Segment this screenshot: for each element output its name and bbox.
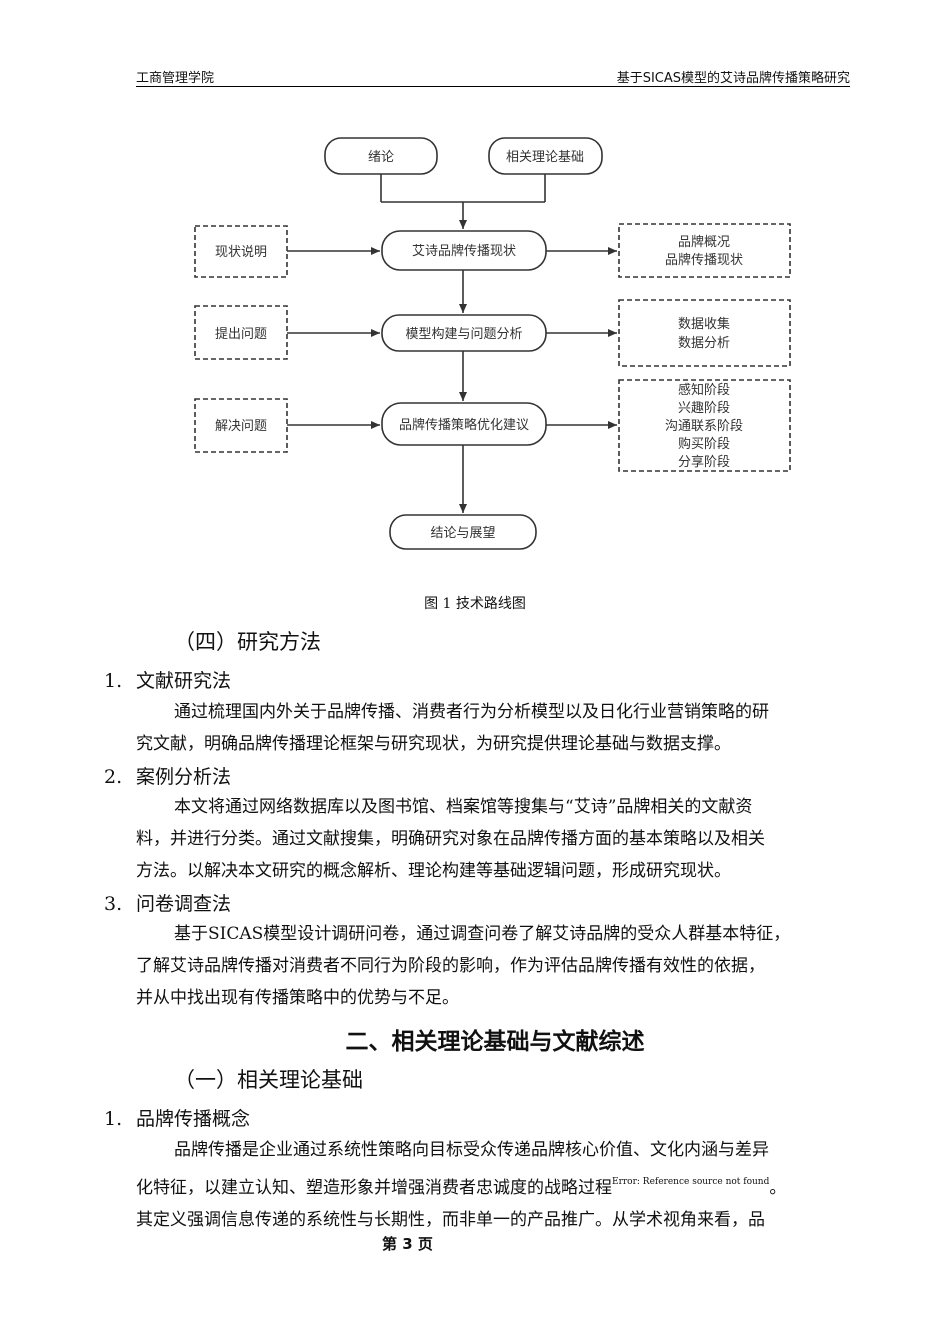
reference-error: Error: Reference source not found (612, 1177, 770, 1187)
method-paragraph: 本文将通过网络数据库以及图书馆、档案馆等搜集与“艾诗”品牌相关的文献资 料，并进… (136, 791, 852, 887)
text-line: 并从中找出现有传播策略中的优势与不足。 (136, 988, 459, 1008)
page-header: 工商管理学院 基于SICAS模型的艾诗品牌传播策略研究 (136, 66, 850, 87)
node-theory-label: 相关理论基础 (506, 150, 584, 165)
text-line: 化特征，以建立认知、塑造形象并增强消费者忠诚度的战略过程Error: Refer… (136, 1177, 787, 1198)
left-solve-label: 解决问题 (215, 419, 267, 434)
method-paragraph: 通过梳理国内外关于品牌传播、消费者行为分析模型以及日化行业营销策略的研 究文献，… (136, 696, 852, 760)
method-number: 1. (104, 670, 123, 692)
figure-caption: 图 1 技术路线图 (424, 596, 526, 612)
page-number: 第 3 页 (382, 1235, 433, 1253)
text-line: 方法。以解决本文研究的概念解析、理论构建等基础逻辑问题，形成研究现状。 (136, 861, 731, 881)
right-status-line: 品牌概况 (678, 234, 730, 250)
right-stage-line: 兴趣阶段 (678, 401, 730, 416)
text-line: 其定义强调信息传递的系统性与长期性，而非单一的产品推广。从学术视角来看，品 (136, 1210, 765, 1230)
right-stage-line: 购买阶段 (678, 436, 730, 452)
left-status-label: 现状说明 (215, 245, 267, 260)
node-left-status (194, 225, 288, 278)
text-line: 通过梳理国内外关于品牌传播、消费者行为分析模型以及日化行业营销策略的研 (174, 702, 769, 722)
node-conclusion-label: 结论与展望 (430, 525, 495, 541)
node-status-label: 艾诗品牌传播现状 (412, 243, 516, 259)
right-stage-line: 沟通联系阶段 (665, 419, 743, 434)
left-problem-label: 提出问题 (215, 326, 267, 342)
node-strategy (381, 402, 547, 446)
right-status-line: 品牌传播现状 (665, 252, 743, 268)
text-line: 究文献，明确品牌传播理论框架与研究现状，为研究提供理论基础与数据支撑。 (136, 734, 731, 754)
technical-route-flowchart: 绪论 相关理论基础 艾诗品牌传播现状 模型构建与问题分析 品牌传播策略优化建议 … (194, 137, 791, 550)
concept-paragraph: 品牌传播是企业通过系统性策略向目标受众传递品牌核心价值、文化内涵与差异 化特征，… (136, 1134, 852, 1236)
method-number: 3. (104, 893, 123, 915)
header-left: 工商管理学院 (136, 71, 215, 86)
node-right-status (618, 223, 791, 278)
right-data-line: 数据收集 (678, 316, 730, 332)
text-line: 了解艾诗品牌传播对消费者不同行为阶段的影响，作为评估品牌传播有效性的依据， (136, 956, 765, 976)
text-line: 本文将通过网络数据库以及图书馆、档案馆等搜集与“艾诗”品牌相关的文献资 (174, 797, 753, 817)
text-line: 料，并进行分类。通过文献搜集，明确研究对象在品牌传播方面的基本策略以及相关 (136, 829, 765, 849)
text-line: 基于SICAS模型设计调研问卷，通过调查问卷了解艾诗品牌的受众人群基本特征， (174, 924, 791, 944)
method-heading: 1. 文献研究法 (104, 666, 231, 693)
section-title-theory: （一）相关理论基础 (174, 1068, 363, 1092)
chapter-title: 二、相关理论基础与文献综述 (345, 1029, 645, 1055)
concept-number: 1. (104, 1108, 123, 1130)
header-right: 基于SICAS模型的艾诗品牌传播策略研究 (616, 71, 850, 86)
method-title: 案例分析法 (136, 766, 232, 788)
section-title-research-methods: （四）研究方法 (174, 630, 321, 654)
node-right-stages (618, 379, 791, 472)
node-intro-label: 绪论 (368, 150, 394, 165)
method-number: 2. (104, 766, 123, 788)
concept-heading: 1. 品牌传播概念 (104, 1104, 250, 1131)
text-line: 品牌传播是企业通过系统性策略向目标受众传递品牌核心价值、文化内涵与差异 (174, 1140, 769, 1160)
right-stage-line: 分享阶段 (678, 454, 730, 470)
node-strategy-label: 品牌传播策略优化建议 (399, 417, 529, 433)
method-heading: 2. 案例分析法 (104, 762, 231, 789)
node-conclusion (389, 514, 537, 550)
method-paragraph: 基于SICAS模型设计调研问卷，通过调查问卷了解艾诗品牌的受众人群基本特征， 了… (136, 918, 852, 1014)
method-title: 文献研究法 (136, 670, 232, 692)
method-title: 问卷调查法 (136, 893, 232, 915)
node-right-data (618, 299, 791, 367)
method-heading: 3. 问卷调查法 (104, 889, 231, 916)
concept-title: 品牌传播概念 (136, 1108, 251, 1130)
right-stage-line: 感知阶段 (678, 382, 730, 398)
node-model-label: 模型构建与问题分析 (405, 327, 522, 342)
right-data-line: 数据分析 (678, 336, 730, 351)
